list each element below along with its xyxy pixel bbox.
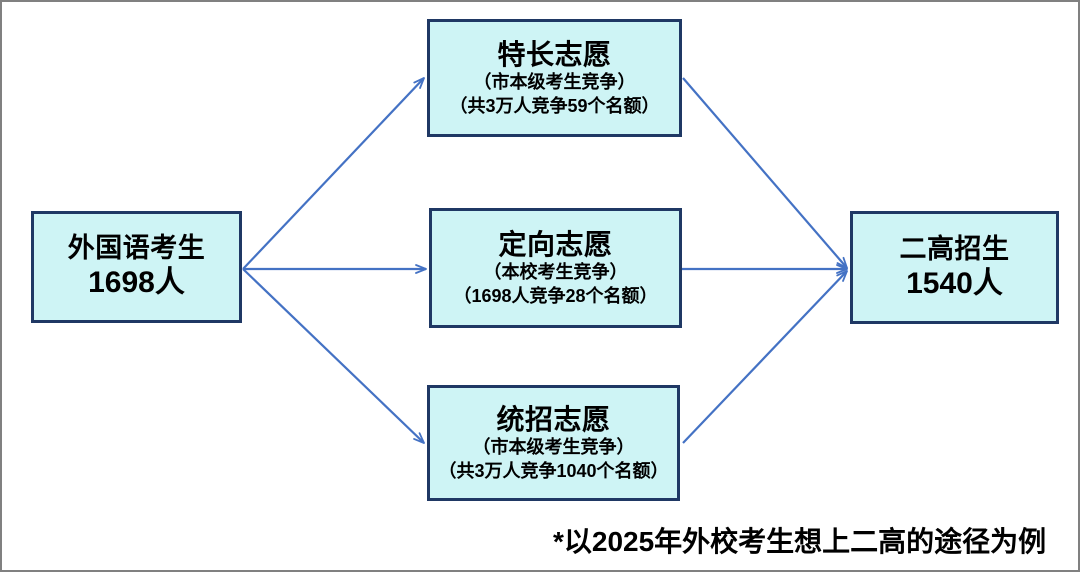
- node-special-sub1: （市本级考生竞争）: [473, 72, 636, 93]
- node-target-school-enrollment[interactable]: 二高招生 1540人: [850, 211, 1059, 324]
- node-directed-application[interactable]: 定向志愿 （本校考生竞争） （1698人竞争28个名额）: [429, 208, 682, 328]
- node-source-value: 1698人: [88, 266, 185, 300]
- node-source-students[interactable]: 外国语考生 1698人: [31, 211, 242, 323]
- node-general-sub2: （共3万人竞争1040个名额）: [438, 460, 669, 481]
- node-special-title: 特长志愿: [497, 39, 612, 71]
- node-source-title: 外国语考生: [67, 233, 206, 264]
- node-directed-sub1: （本校考生竞争）: [483, 262, 628, 283]
- node-target-title: 二高招生: [899, 233, 1010, 264]
- footnote-note: *以2025年外校考生想上二高的途径为例: [553, 526, 1047, 557]
- edge-source-to-general: [242, 268, 425, 444]
- edge-general-to-target: [682, 270, 848, 444]
- node-general-title: 统招志愿: [496, 404, 611, 436]
- edge-special-to-target: [682, 77, 848, 269]
- node-directed-title: 定向志愿: [498, 229, 613, 261]
- node-general-sub1: （市本级考生竞争）: [472, 437, 635, 458]
- node-general-admission-application[interactable]: 统招志愿 （市本级考生竞争） （共3万人竞争1040个名额）: [427, 385, 680, 501]
- node-target-value: 1540人: [906, 266, 1003, 300]
- edge-source-to-special: [242, 77, 425, 270]
- node-special-talent-application[interactable]: 特长志愿 （市本级考生竞争） （共3万人竞争59个名额）: [427, 19, 682, 137]
- node-directed-sub2: （1698人竞争28个名额）: [453, 285, 658, 306]
- node-special-sub2: （共3万人竞争59个名额）: [449, 95, 660, 116]
